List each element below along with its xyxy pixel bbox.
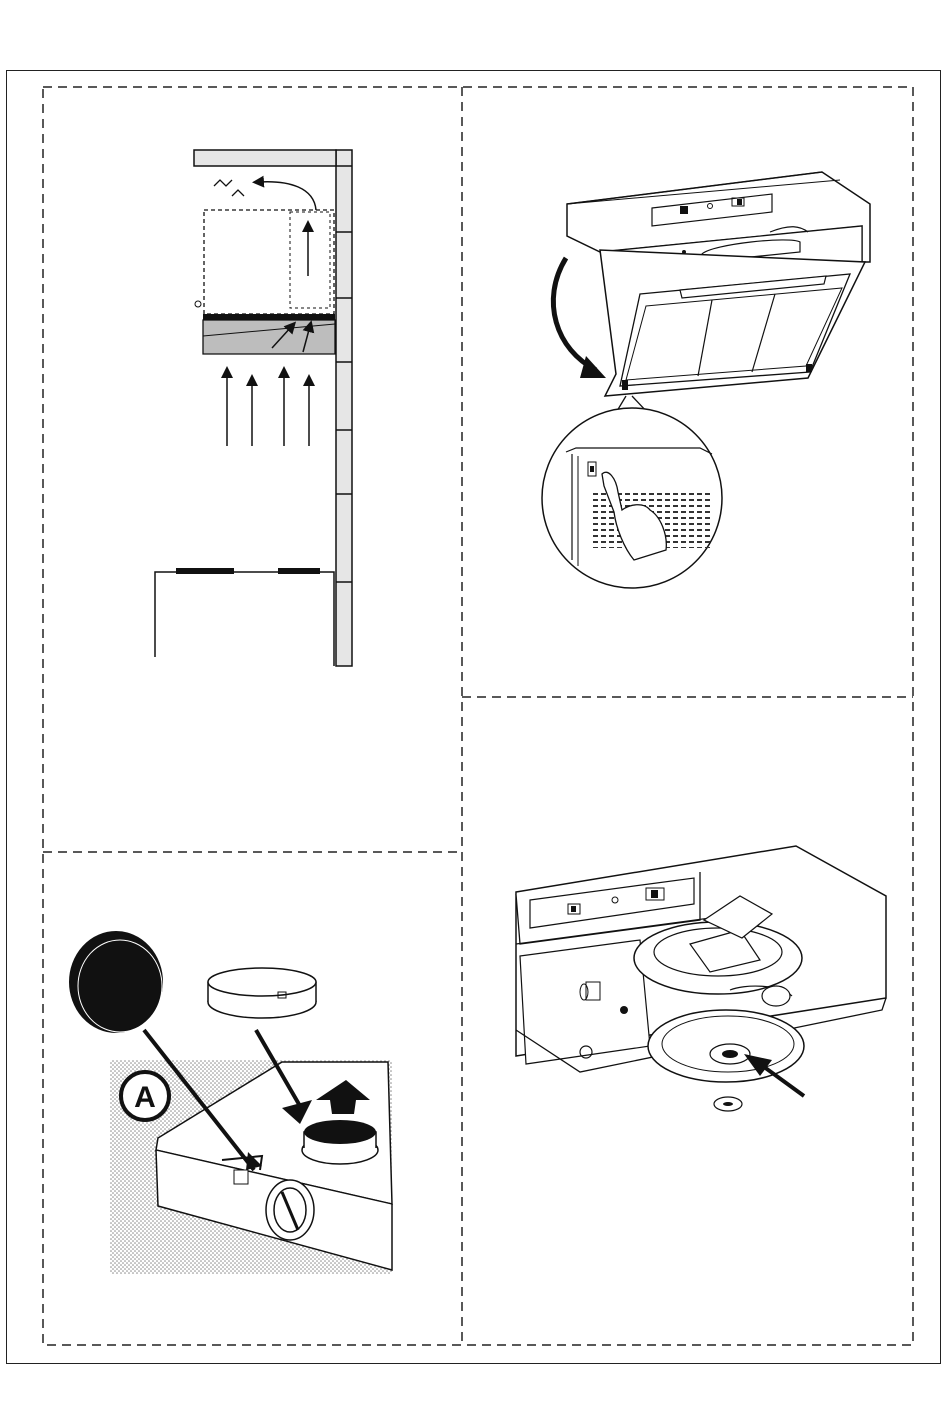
- badge-a-label: A: [134, 1081, 156, 1114]
- carbon-filter-and-outlet-fitting: [70, 932, 392, 1274]
- carbon-filter-mounting: [516, 846, 886, 1111]
- ventilation-diagram: [155, 150, 352, 666]
- grease-filter-removal: [542, 172, 870, 588]
